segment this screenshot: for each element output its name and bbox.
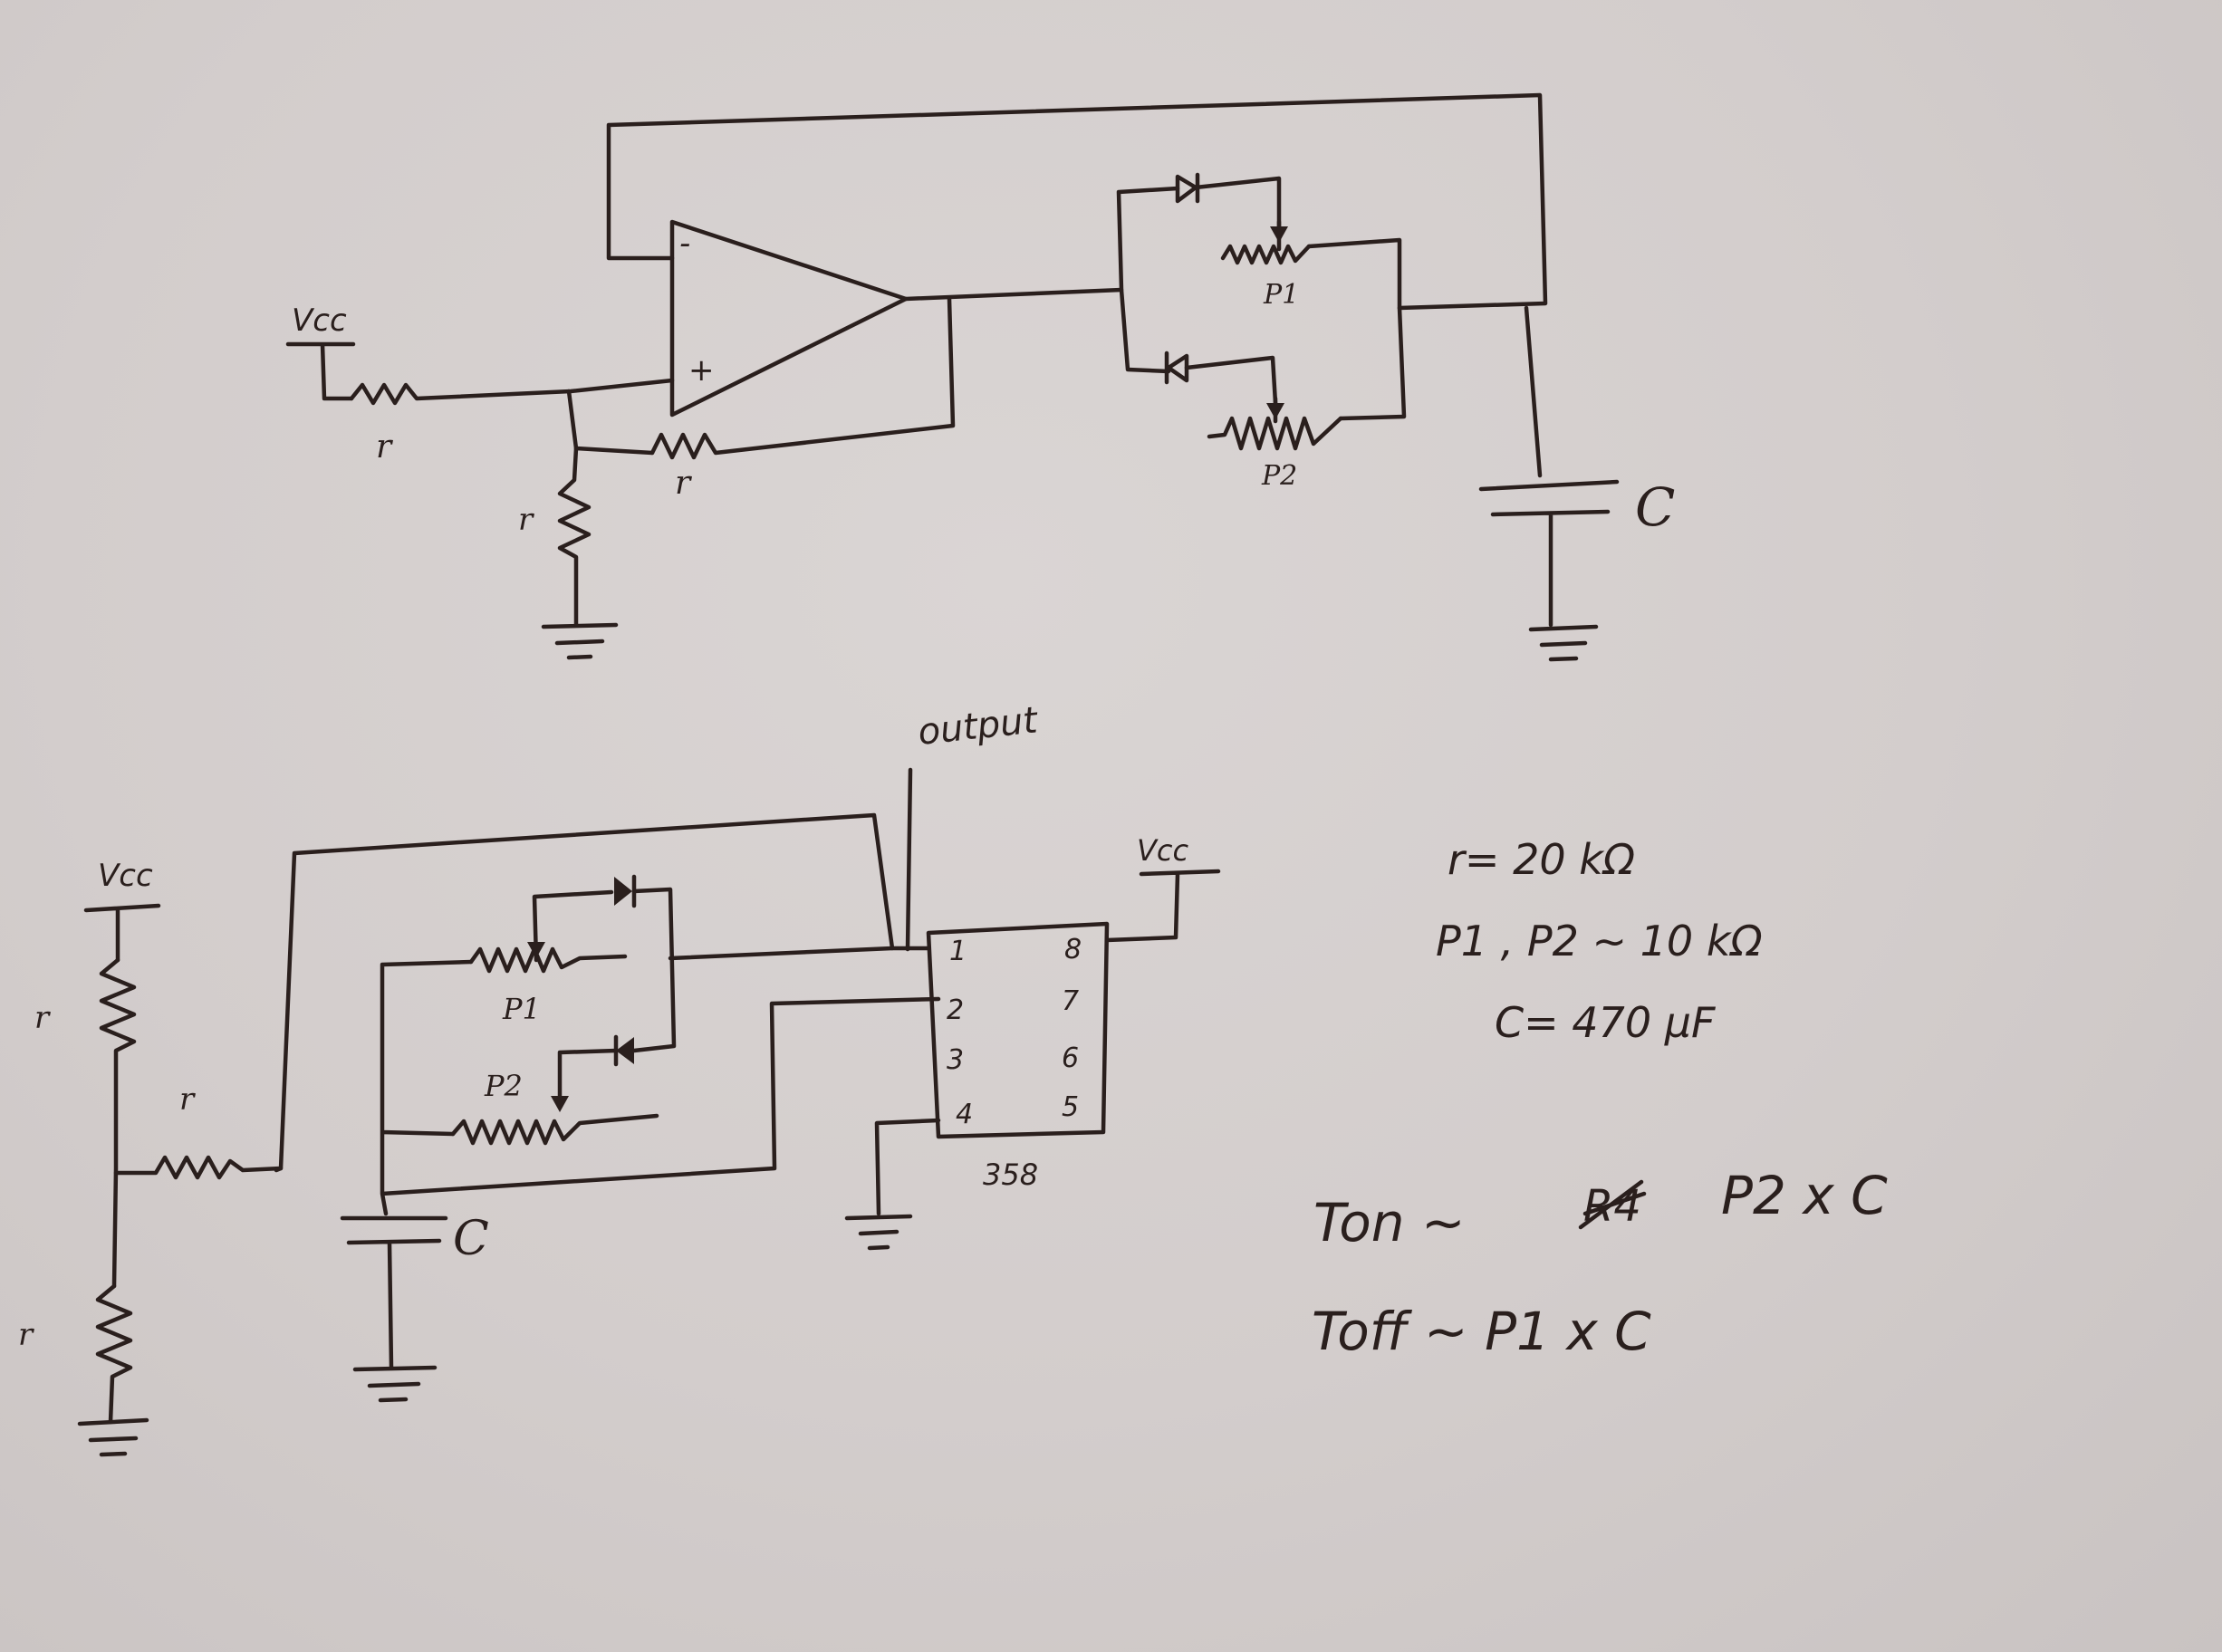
note-t-off: Toff ~ P1 x C [1312,1301,1651,1362]
bottom-vcc-label-left: Vcc [98,858,153,894]
pin1-feedback-wire [274,812,931,1173]
diode-network-wires [1116,176,1407,421]
diode-1 [1175,172,1200,204]
ground-symbol-5 [352,1365,438,1403]
note-c-value: C= 470 μF [1495,998,1716,1047]
top-r2-label: r [675,465,692,502]
vcc-terminal [285,341,356,401]
diode-2 [1164,351,1189,385]
ic-pin-3: 3 [947,1044,964,1076]
resistor-left-bottom [95,1283,133,1425]
opamp-minus-label: - [679,226,690,262]
ic-358-body [926,921,1110,1139]
bottom-capacitor-label: C [453,1212,489,1266]
ic-vcc-wire [1104,869,1221,943]
feedback-wire [606,92,1548,311]
resistor-left-top [99,957,137,1289]
bottom-diode-2 [616,1037,634,1064]
output-wire [905,767,913,952]
ground-symbol-4 [77,1417,149,1457]
bottom-p2-label: P2 [484,1069,523,1103]
opamp-symbol [669,219,909,418]
ground-symbol-2 [1528,624,1599,662]
ic-pin-6: 6 [1062,1042,1079,1074]
bottom-potentiometer-p2 [450,1113,659,1146]
note-t-on: Ton ~ [1313,1192,1466,1253]
opamp-output-wire [903,287,1124,302]
bottom-p1-label: P1 [502,992,541,1026]
bottom-r-left-bottom-label: r [18,1317,34,1353]
opamp-plus-label: + [688,352,715,389]
ground-symbol-3 [844,1214,913,1251]
bottom-circuit: output 358 1 2 3 4 5 6 7 8 Vcc Vcc r r r [18,699,1221,1457]
ic-pin-1: 1 [949,936,967,967]
top-r1-label: r [376,428,393,466]
bottom-network-wires [380,887,941,1216]
ic-pin-7: 7 [1062,985,1079,1017]
ic-pin-8: 8 [1064,934,1082,965]
strike-through-marks [1578,1179,1647,1230]
top-r3-label: r [518,502,534,538]
ic-gnd-wire [874,1118,941,1216]
top-capacitor-label: C [1635,476,1675,538]
p2-wiper-arrow [1266,403,1284,419]
ic-part-number: 358 [983,1157,1038,1192]
bottom-vcc-label-ic: Vcc [1137,833,1188,868]
bottom-potentiometer-p1 [468,946,628,974]
resistor-r2 [649,296,956,460]
ic-pin-5: 5 [1062,1091,1079,1123]
ic-pin-4: 4 [956,1099,973,1130]
resistor-r3 [557,446,592,628]
potentiometer-p1 [1220,219,1312,265]
resistor-r1 [349,378,675,406]
top-p1-label: P1 [1263,279,1299,311]
pin1-network-wire [668,946,895,961]
bottom-r-horizontal-label: r [179,1081,196,1118]
note-t-on-formula: P2 x C [1721,1165,1888,1226]
bottom-p2-wiper-arrow [551,1096,569,1112]
resistor-bottom-horizontal [113,1155,284,1180]
plus-node-wire [566,389,655,456]
top-p2-label: P2 [1261,460,1297,492]
output-label: output [916,699,1040,754]
capacitor-c-top [1478,305,1620,628]
p1-wiper-arrow [1270,226,1288,243]
left-vcc-terminal [83,903,161,963]
top-circuit: - + Vcc r r r P1 P2 [285,92,1675,662]
ground-symbol-1 [541,622,619,660]
bottom-r-left-top-label: r [34,1000,51,1036]
note-p-value: P1 , P2 ~ 10 kΩ [1436,917,1763,965]
bottom-diode-1 [614,877,632,906]
bottom-p1-wiper-arrow [527,942,545,958]
top-vcc-label: Vcc [292,303,347,339]
component-notes: r= 20 kΩ P1 , P2 ~ 10 kΩ C= 470 μF Ton ~… [1312,835,1888,1362]
note-r-value: r= 20 kΩ [1448,835,1635,884]
ic-pin-2: 2 [947,994,964,1026]
capacitor-c-bottom [340,1215,448,1370]
